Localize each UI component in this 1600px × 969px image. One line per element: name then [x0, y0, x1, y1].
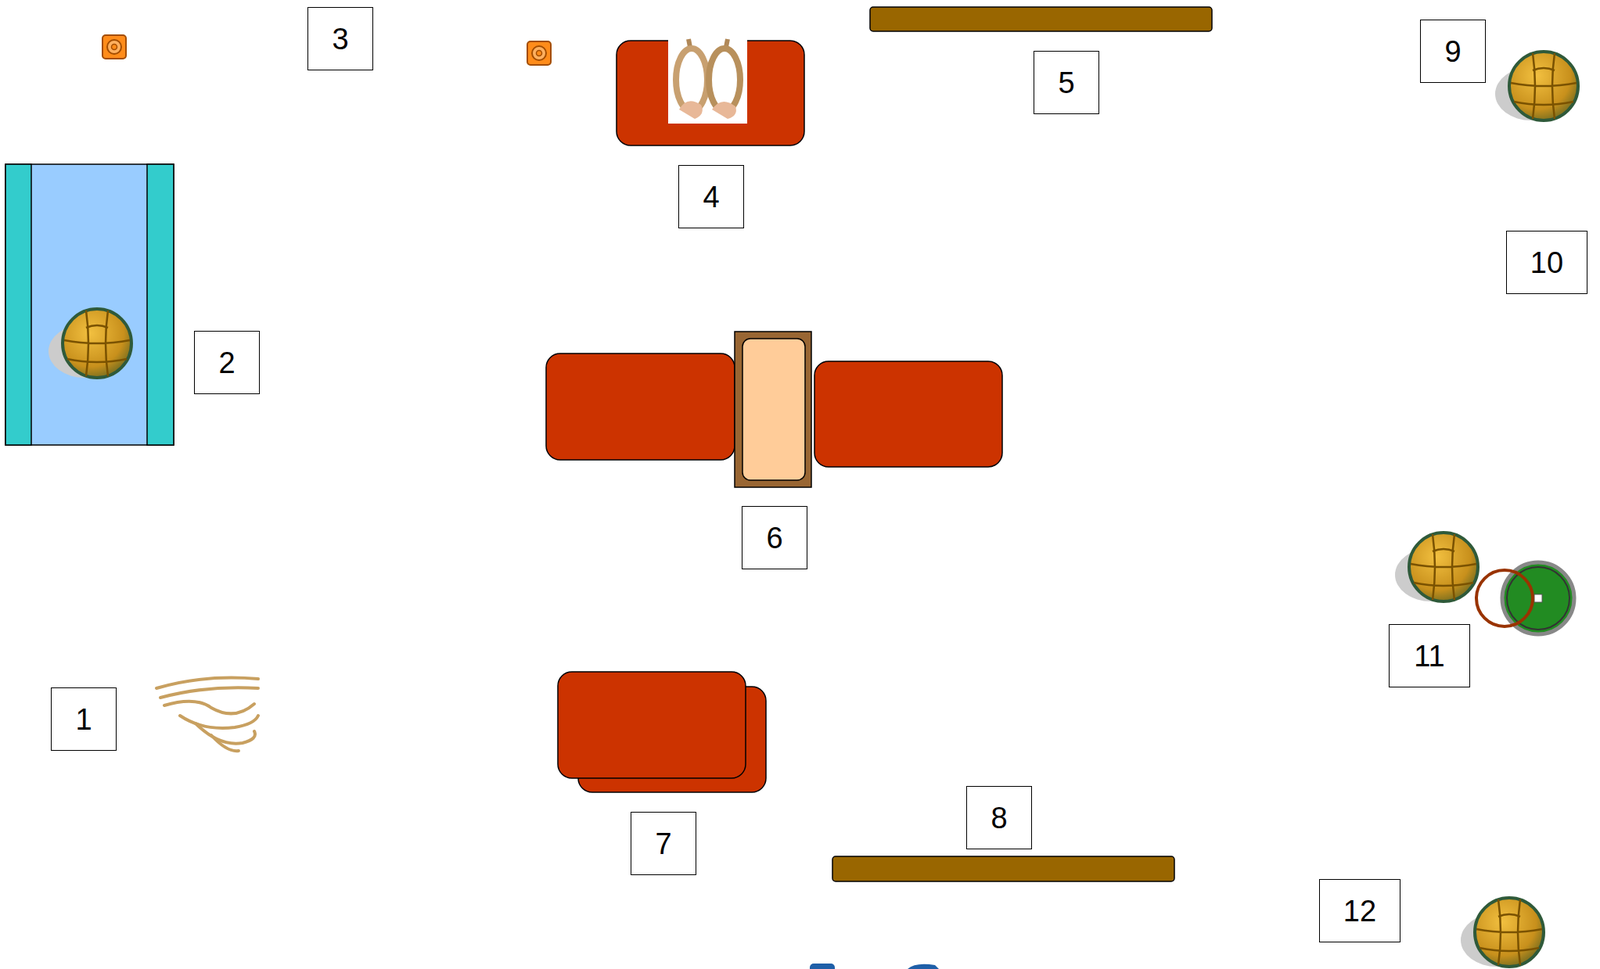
callout-number: 2	[218, 348, 235, 378]
cone	[102, 35, 126, 59]
gym-mat	[557, 672, 746, 779]
gym-mat	[814, 361, 1003, 468]
rope	[211, 735, 239, 752]
rope	[195, 723, 256, 745]
ball	[1495, 51, 1579, 121]
callout-number: 4	[702, 182, 720, 213]
callout-number: 3	[331, 24, 349, 54]
callout-number: 10	[1530, 248, 1564, 278]
callout-number: 5	[1057, 68, 1075, 98]
ball	[1395, 532, 1478, 602]
callout-number: 7	[654, 829, 672, 860]
callout-number: 6	[765, 523, 783, 554]
hands	[679, 100, 737, 119]
target-center	[1534, 594, 1543, 603]
callout-number: 1	[75, 704, 92, 735]
station-number: 2	[194, 330, 260, 395]
rope	[160, 687, 259, 698]
ball	[48, 309, 132, 378]
station-number: 7	[630, 812, 697, 876]
ball	[1460, 898, 1544, 968]
callout-number: 12	[1343, 896, 1377, 927]
station-number: 9	[1420, 19, 1486, 83]
station-number: 4	[678, 165, 745, 229]
jump-ropes	[156, 678, 259, 752]
station-number: 6	[741, 506, 808, 570]
rope	[179, 715, 259, 729]
vaulting-box	[734, 331, 812, 488]
callout-number: 11	[1413, 641, 1445, 672]
target-rim	[1506, 567, 1570, 630]
gym-mat	[546, 353, 735, 461]
station-number: 10	[1506, 230, 1588, 295]
station-number: 3	[307, 7, 374, 71]
rings-picture	[668, 39, 748, 124]
blue-shape	[809, 963, 835, 969]
callout-number: 8	[990, 803, 1007, 834]
bench	[832, 856, 1175, 882]
mat-stripe	[147, 164, 174, 446]
bench	[870, 7, 1212, 32]
blue-mat	[5, 164, 174, 446]
blue-shape	[907, 964, 939, 969]
callout-number: 9	[1444, 36, 1461, 67]
rope	[164, 701, 255, 715]
station-number: 8	[966, 786, 1032, 850]
station-number: 1	[50, 687, 117, 752]
hoop-ring	[1476, 570, 1533, 627]
cone	[527, 41, 551, 65]
target-disc	[1502, 562, 1575, 635]
vaulting-box-top	[742, 338, 806, 481]
mat-stripe	[5, 164, 32, 446]
station-number: 12	[1319, 879, 1401, 943]
station-number: 11	[1388, 624, 1471, 688]
station-number: 5	[1033, 50, 1100, 115]
